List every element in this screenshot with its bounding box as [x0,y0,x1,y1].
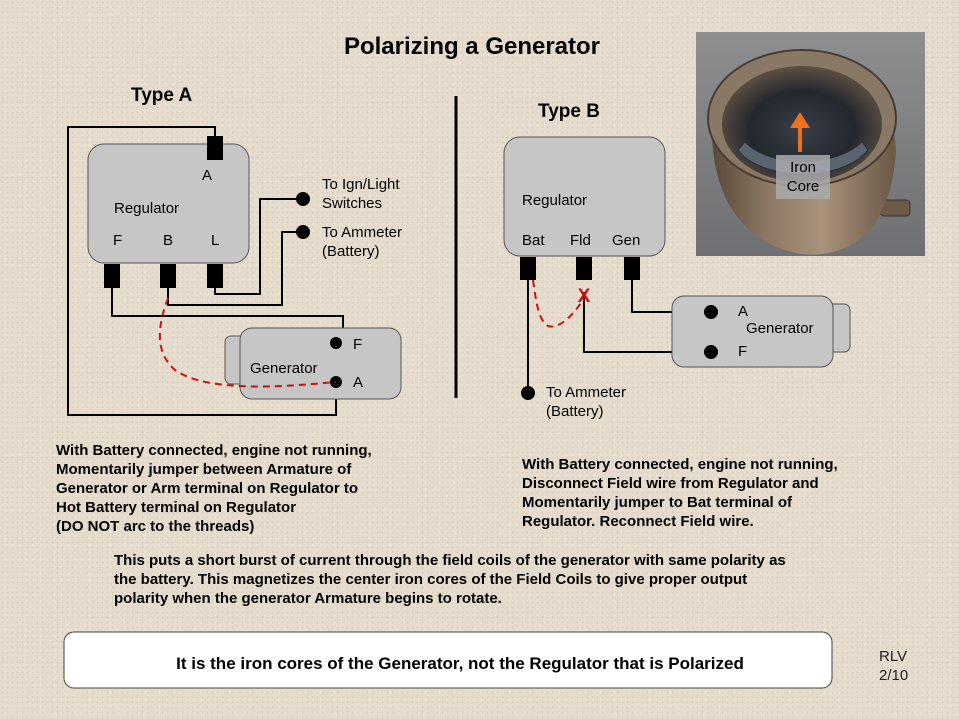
type-a-section: Type A Regulator A F B L To Ign/Light Sw… [56,85,402,535]
type-a-reg-terminal-a-label: A [202,167,212,184]
type-a-reg-terminal-l [207,264,223,288]
type-a-instruction-4: Hot Battery terminal on Regulator [56,499,296,516]
type-a-reg-terminal-f [104,264,120,288]
photo-label-plate [776,155,830,199]
type-b-generator-label: Generator [746,320,814,337]
type-b-instruction-2: Disconnect Field wire from Regulator and [522,475,819,492]
type-b-heading: Type B [538,101,600,122]
type-a-reg-terminal-l-label: L [211,232,219,249]
photo-label-1: Iron [790,159,816,176]
type-b-jumper-wire [532,279,585,328]
footer-text: It is the iron cores of the Generator, n… [176,654,744,673]
type-b-reg-terminal-bat-label: Bat [522,232,545,249]
photo-arrow-head-icon [790,112,810,128]
page-title: Polarizing a Generator [344,33,600,60]
type-b-reg-terminal-gen-label: Gen [612,232,640,249]
type-a-gen-terminal-f [330,337,342,349]
type-a-instruction-2: Momentarily jumper between Armature of [56,461,352,478]
type-b-gen-terminal-a-label: A [738,303,748,320]
signature-date: 2/10 [879,667,908,684]
signature-initials: RLV [879,648,907,665]
photo-pole-piece [737,141,869,175]
explanation-line-2: the battery. This magnetizes the center … [114,571,747,588]
type-a-instruction-5: (DO NOT arc to the threads) [56,518,254,535]
type-b-wire-field [583,292,711,353]
type-b-ammeter-label-2: (Battery) [546,403,604,420]
type-a-reg-terminal-b [160,264,176,288]
type-b-regulator-box [503,136,666,257]
type-b-reg-terminal-gen [624,257,640,280]
type-a-generator-box [239,327,402,400]
type-b-reg-terminal-fld-label: Fld [570,232,591,249]
type-a-regulator-label: Regulator [114,200,179,217]
type-b-gen-terminal-f [704,345,718,359]
type-a-ign-light-terminal [296,192,310,206]
type-b-disconnect-mark: X [578,286,591,307]
type-a-instruction-1: With Battery connected, engine not runni… [56,442,372,459]
type-b-ammeter-terminal [521,386,535,400]
type-b-gen-terminal-a [704,305,718,319]
iron-core-photo: Iron Core [696,32,925,256]
type-a-ammeter-label-1: To Ammeter [322,224,402,241]
type-b-ammeter-label-1: To Ammeter [546,384,626,401]
type-b-regulator-label: Regulator [522,192,587,209]
type-a-reg-terminal-f-label: F [113,232,122,249]
type-a-reg-terminal-a [207,136,223,160]
type-b-section: Type B Regulator Bat Fld Gen X To Ammete… [503,101,851,530]
type-b-reg-terminal-bat [520,257,536,280]
explanation-line-3: polarity when the generator Armature beg… [114,590,502,607]
type-a-reg-terminal-b-label: B [163,232,173,249]
photo-label-2: Core [787,178,820,195]
footer-box [63,631,833,689]
type-a-ammeter-terminal [296,225,310,239]
type-a-jumper-wire [158,297,337,388]
type-a-ign-light-label-1: To Ign/Light [322,176,400,193]
explanation-line-1: This puts a short burst of current throu… [114,552,786,569]
type-a-ammeter-label-2: (Battery) [322,243,380,260]
type-a-gen-terminal-f-label: F [353,336,362,353]
type-b-gen-terminal-f-label: F [738,343,747,360]
type-a-wire-ign-light [214,198,303,295]
type-b-instruction-1: With Battery connected, engine not runni… [522,456,838,473]
type-b-reg-terminal-fld [576,257,592,280]
type-a-heading: Type A [131,85,193,106]
type-a-generator-label: Generator [250,360,318,377]
type-a-ign-light-label-2: Switches [322,195,382,212]
type-b-instruction-4: Regulator. Reconnect Field wire. [522,513,754,530]
type-b-instruction-3: Momentarily jumper to Bat terminal of [522,494,793,511]
type-a-instruction-3: Generator or Arm terminal on Regulator t… [56,480,358,497]
type-a-gen-terminal-a-label: A [353,374,363,391]
type-a-regulator-box [87,143,250,264]
type-a-wire-armature [67,126,337,416]
